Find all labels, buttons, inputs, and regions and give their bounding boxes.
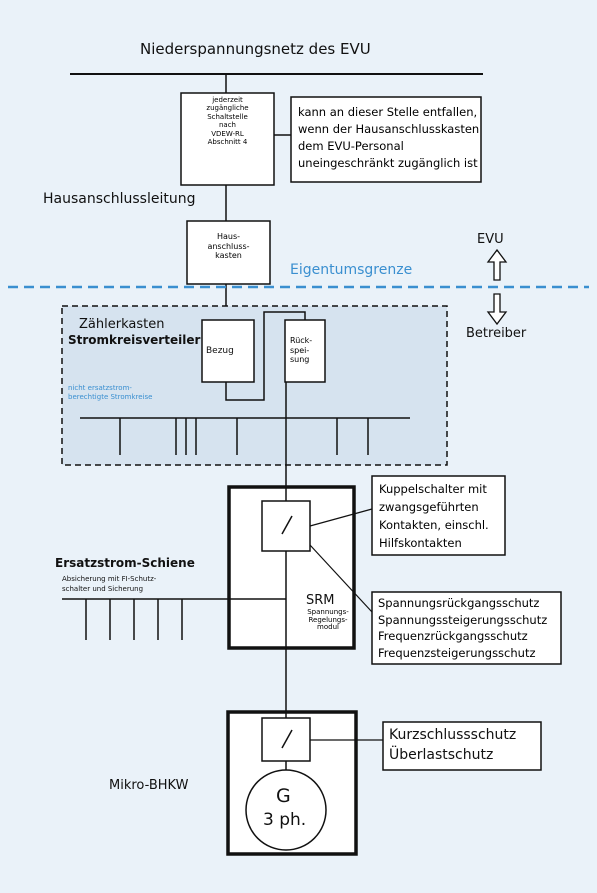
absicherung-label-1: Absicherung mit FI-Schutz-: [62, 575, 157, 583]
kurzschluss-callout-box: [382, 721, 542, 771]
generator-phase-label: 3 ph.: [263, 810, 307, 830]
bhkw-switch-contact-icon: [281, 729, 293, 749]
diagram-title: Niederspannungsnetz des EVU: [140, 40, 371, 58]
arrow-up-icon: [486, 248, 508, 281]
mikro-bhkw-label: Mikro-BHKW: [109, 778, 189, 793]
kuppelschalter-callout-text: Kuppelschalter mit zwangsgeführten Konta…: [379, 482, 489, 550]
kurzschluss-callout-text: Kurzschlussschutz Überlastschutz: [389, 727, 517, 763]
hausanschlusskasten-box: [186, 220, 271, 285]
switch-contact-icon: [281, 515, 293, 535]
absicherung-label-2: schalter und Sicherung: [62, 585, 144, 593]
stromkreisverteiler-label: Stromkreisverteiler: [68, 333, 201, 347]
generator-circle: [245, 769, 327, 851]
kuppelschalter-callout-box: [371, 475, 506, 556]
srm-sub-text: Spannungs- Regelungs- modul: [307, 608, 349, 632]
nicht-ersatzstrom-label-1: nicht ersatzstrom-: [68, 384, 132, 392]
schaltstelle-box: [180, 92, 275, 186]
betreiber-label: Betreiber: [466, 326, 527, 341]
bezug-label: Bezug: [206, 346, 234, 356]
entfallen-callout-text: kann an dieser Stelle entfallen, wenn de…: [298, 105, 480, 170]
bezug-box: [201, 319, 255, 383]
hak-text: Haus- anschluss- kasten: [207, 232, 250, 261]
evu-label: EVU: [477, 232, 504, 247]
ersatzstrom-schiene-label: Ersatzstrom-Schiene: [55, 556, 195, 570]
nicht-ersatzstrom-label-2: berechtigte Stromkreise: [68, 393, 153, 401]
arrow-down-icon: [486, 293, 508, 326]
schaltstelle-text: jederzeit zugängliche Schaltstelle nach …: [206, 96, 249, 146]
entfallen-callout-box: [290, 96, 482, 183]
hausanschlussleitung-label: Hausanschlussleitung: [43, 191, 196, 207]
rueckspeisung-text: Rück- spei- sung: [290, 336, 313, 365]
zaehlerkasten-label: Zählerkasten: [79, 317, 165, 332]
schutz-callout-text: Spannungsrückgangsschutz Spannungssteige…: [378, 596, 548, 660]
srm-label: SRM: [306, 593, 335, 608]
eigentumsgrenze-label: Eigentumsgrenze: [290, 262, 413, 278]
generator-g-label: G: [276, 785, 291, 807]
schutz-callout-box: [371, 591, 562, 665]
